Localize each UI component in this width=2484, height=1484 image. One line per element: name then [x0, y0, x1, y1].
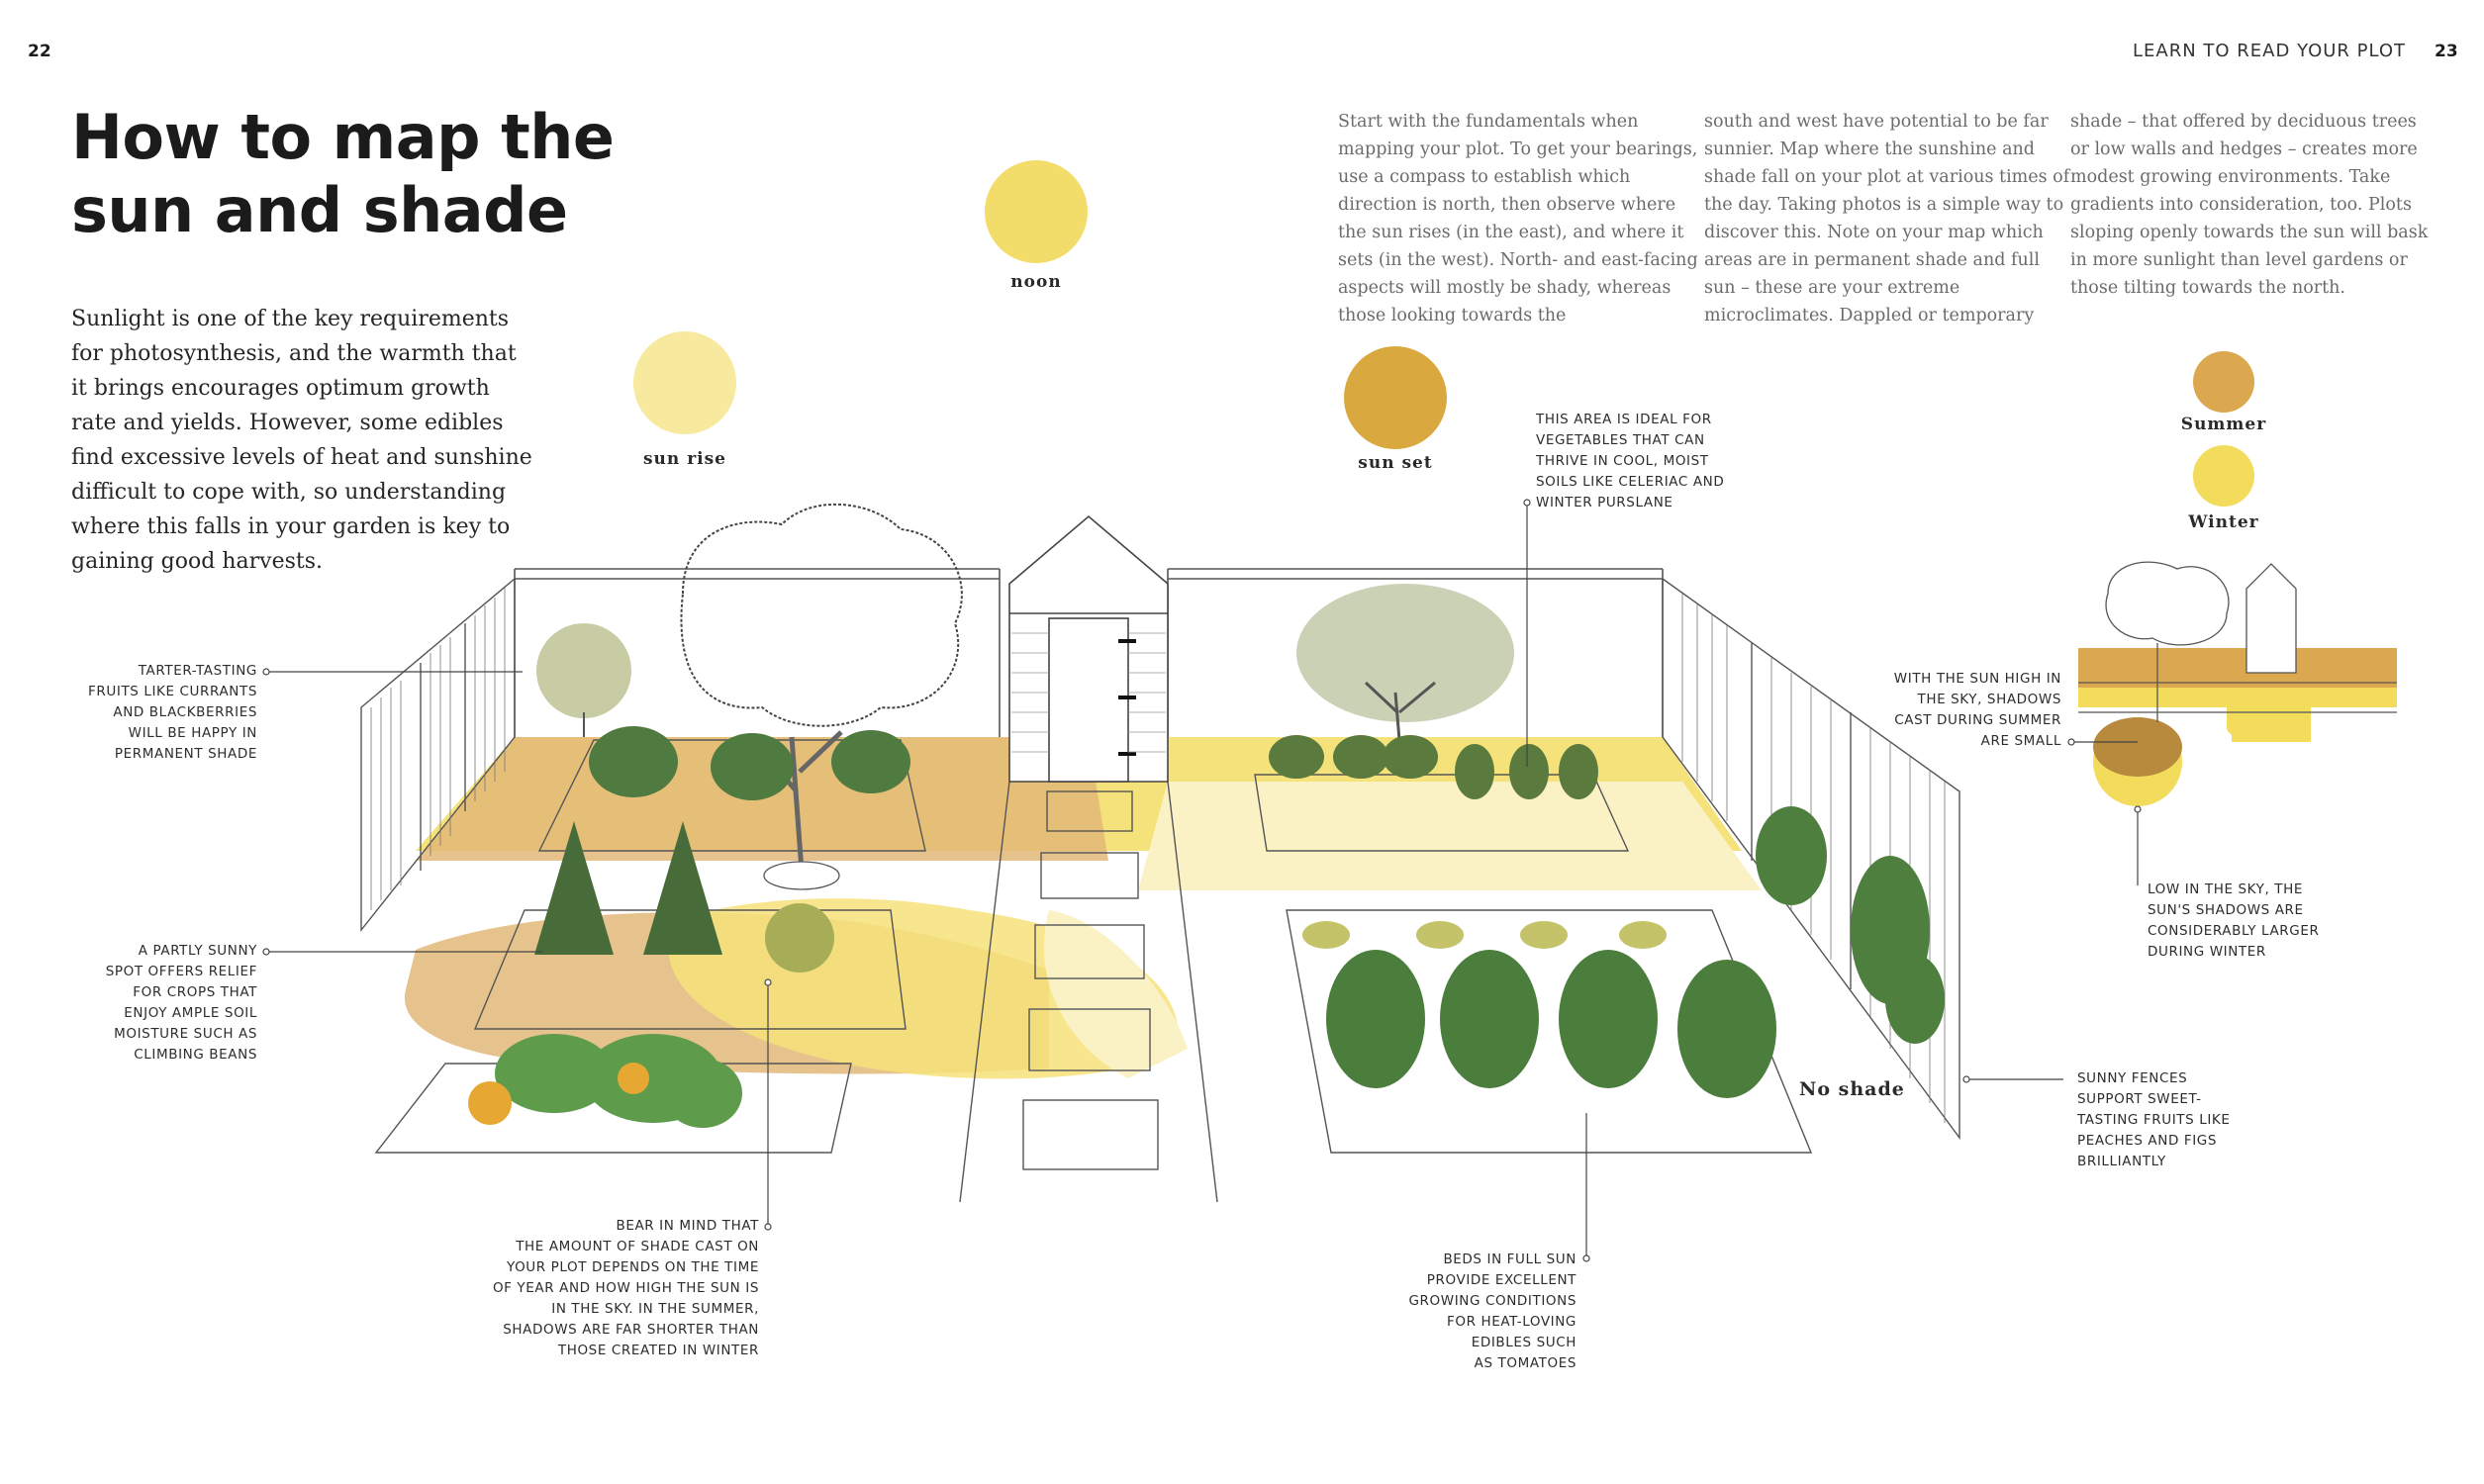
summer-legend-swatch — [2193, 351, 2254, 413]
garden-path — [959, 781, 1218, 1203]
currant-bush — [536, 623, 631, 737]
left-page-number: 22 — [28, 42, 51, 61]
round-bush — [765, 903, 834, 973]
left-fence-slats — [370, 588, 506, 910]
left-fence — [360, 577, 516, 933]
brassica-plants — [589, 726, 910, 800]
climbing-beans — [534, 821, 722, 955]
winter-legend-swatch — [2193, 445, 2254, 507]
callout-winter-shadows: LOW IN THE SKY, THE SUN'S SHADOWS ARE CO… — [2148, 881, 2320, 960]
sunrise-label: sun rise — [642, 449, 726, 469]
dappled-area — [1043, 910, 1188, 1078]
noon-label: noon — [1010, 272, 1062, 292]
callout-cool-moist-area: THIS AREA IS IDEAL FOR VEGETABLES THAT C… — [1536, 412, 1725, 510]
seasonal-shadow-diagram — [2078, 561, 2397, 806]
body-column-2: south and west have potential to be far … — [1704, 112, 2070, 325]
page-title: How to map the sun and shade — [71, 101, 615, 246]
sunset-sun — [1344, 346, 1447, 449]
right-page-number: 23 — [2435, 42, 2458, 61]
back-fence — [514, 568, 1664, 737]
callout-leaders — [262, 499, 2142, 1262]
intro-paragraph: Sunlight is one of the key requirements … — [71, 307, 532, 574]
sunrise-sun — [633, 331, 736, 434]
chard-and-celeriac — [1269, 735, 1598, 799]
callout-shade-time-of-year: BEAR IN MIND THAT THE AMOUNT OF SHADE CA… — [492, 1218, 759, 1358]
tomato-plants — [1302, 921, 1776, 1098]
callout-sunny-fences: SUNNY FENCES SUPPORT SWEET- TASTING FRUI… — [2077, 1070, 2231, 1169]
shed-boards — [1011, 632, 1166, 753]
winter-legend-label: Winter — [2188, 512, 2259, 532]
callout-partly-sunny: A PARTLY SUNNY SPOT OFFERS RELIEF FOR CR… — [105, 943, 257, 1063]
no-shade-label: No shade — [1799, 1078, 1905, 1100]
body-column-1: Start with the fundamentals when mapping… — [1338, 112, 1698, 325]
fig-tree — [1296, 584, 1514, 753]
body-column-3: shade – that offered by deciduous trees … — [2070, 112, 2429, 298]
pale-sun-area — [1138, 782, 1762, 890]
fence-fruit-climbers — [1756, 806, 1945, 1044]
sunset-label: sun set — [1358, 453, 1433, 473]
shed — [1008, 514, 1169, 783]
running-head: LEARN TO READ YOUR PLOT — [2133, 41, 2407, 61]
deciduous-tree — [680, 503, 963, 890]
squash-plants — [468, 1034, 742, 1128]
summer-legend-label: Summer — [2180, 415, 2267, 434]
noon-sun — [985, 160, 1088, 263]
callout-full-sun-beds: BEDS IN FULL SUN PROVIDE EXCELLENT GROWI… — [1408, 1252, 1576, 1371]
right-fence — [1662, 577, 1960, 1141]
callout-tarter-fruits: TARTER-TASTING FRUITS LIKE CURRANTS AND … — [88, 663, 257, 762]
callout-summer-shadows: WITH THE SUN HIGH IN THE SKY, SHADOWS CA… — [1893, 671, 2061, 749]
